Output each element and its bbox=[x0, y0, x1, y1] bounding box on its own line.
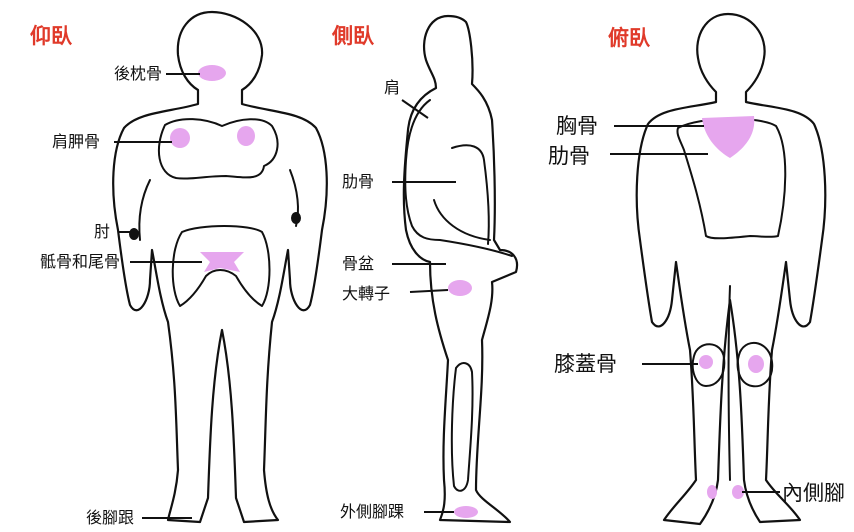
label-occipital: 後枕骨 bbox=[114, 64, 162, 84]
title-lateral: 側臥 bbox=[332, 20, 374, 50]
knee-right-area bbox=[748, 355, 764, 373]
label-elbow: 肘 bbox=[94, 222, 110, 242]
prone-figure bbox=[610, 14, 825, 524]
title-supine: 仰臥 bbox=[30, 20, 72, 50]
knee-left-area bbox=[699, 355, 713, 369]
title-prone: 俯臥 bbox=[608, 22, 650, 52]
lateral-figure bbox=[392, 16, 517, 522]
label-knee: 膝蓋骨 bbox=[554, 351, 617, 377]
label-lateral-malleolus: 外側腳踝 bbox=[340, 502, 404, 522]
prone-body-outline bbox=[637, 14, 826, 524]
label-rib-prone: 肋骨 bbox=[548, 143, 590, 169]
scapula-left-area bbox=[170, 128, 190, 148]
prone-leg-split bbox=[729, 286, 731, 480]
supine-figure bbox=[113, 12, 327, 522]
label-trochanter: 大轉子 bbox=[342, 284, 390, 304]
label-rib-lateral: 肋骨 bbox=[342, 172, 374, 192]
label-scapula: 肩胛骨 bbox=[52, 132, 100, 152]
label-heel: 後腳跟 bbox=[86, 508, 134, 528]
label-medial-malleolus: 內側腳 bbox=[782, 480, 845, 506]
label-shoulder: 肩 bbox=[384, 78, 400, 98]
occipital-area bbox=[198, 65, 226, 81]
lateral-malleolus-area bbox=[454, 506, 478, 518]
elbow-left-dot bbox=[129, 228, 139, 240]
label-sacrum-coccyx: 骶骨和尾骨 bbox=[40, 252, 120, 272]
label-sternum: 胸骨 bbox=[556, 113, 598, 139]
elbow-right-dot bbox=[291, 212, 301, 224]
label-pelvis: 骨盆 bbox=[342, 254, 374, 274]
lateral-body-outline bbox=[404, 16, 517, 522]
medial-malleolus-left-area bbox=[707, 485, 717, 499]
scapula-right-area bbox=[237, 126, 255, 146]
trochanter-area bbox=[448, 280, 472, 296]
